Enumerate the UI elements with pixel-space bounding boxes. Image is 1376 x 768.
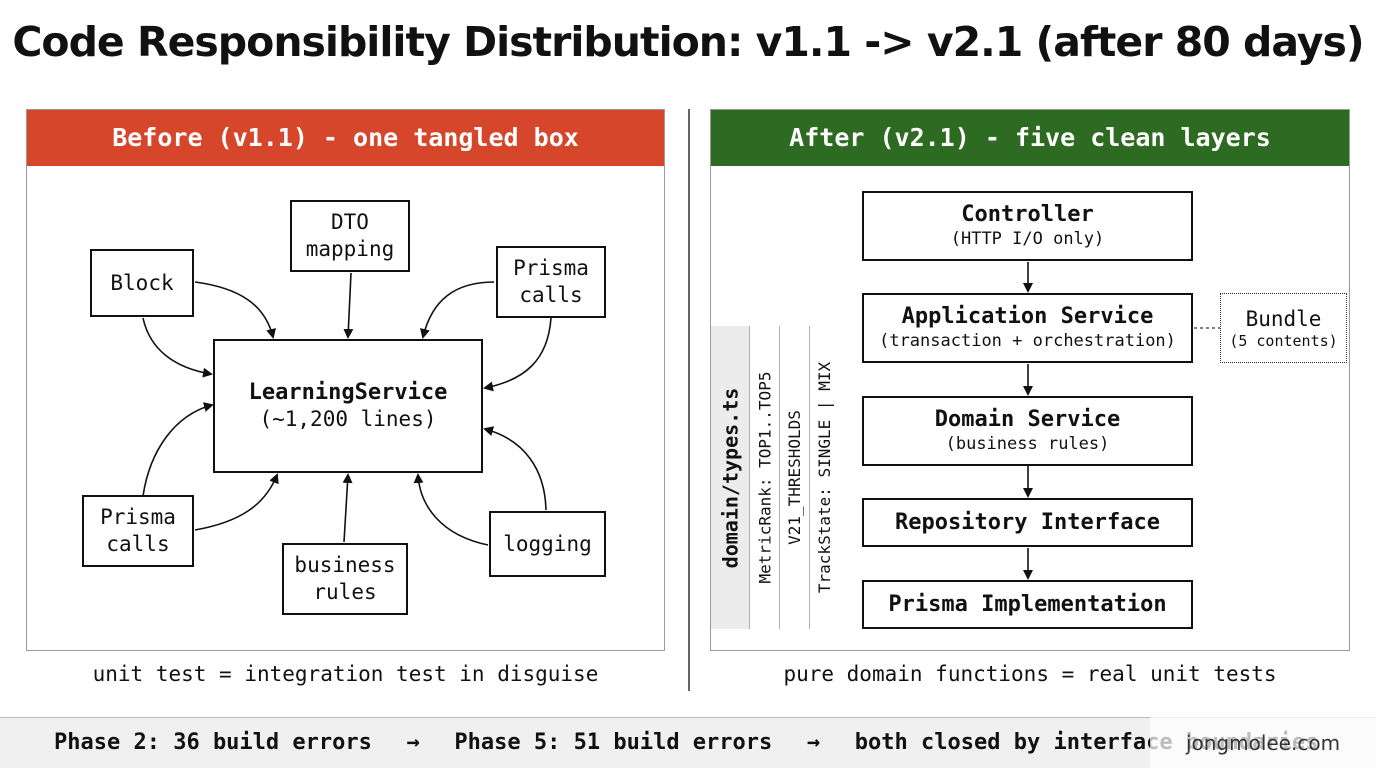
types-row-text: MetricRank: TOP1..TOP5	[755, 371, 775, 584]
domain-types-panel: domain/types.ts MetricRank: TOP1..TOP5 V…	[711, 326, 839, 629]
arrow-logging-right	[483, 426, 547, 511]
arrow-logging-left	[413, 473, 489, 546]
types-file-name: domain/types.ts	[718, 387, 742, 568]
footer-bar: Phase 2: 36 build errors → Phase 5: 51 b…	[0, 717, 1376, 768]
arrow-prisma-top-upper	[420, 281, 495, 339]
arrow-prisma-bottom-upper	[142, 402, 214, 497]
arrow-prisma-bottom-lower	[194, 473, 279, 531]
footer-text: Phase 2: 36 build errors → Phase 5: 51 b…	[54, 730, 1318, 755]
layer-application-service: Application Service (transaction + orche…	[862, 293, 1193, 363]
types-file-label: domain/types.ts	[711, 326, 749, 629]
after-panel-header: After (v2.1) - five clean layers	[711, 110, 1349, 166]
layer-title: Controller	[961, 202, 1094, 227]
arrow-business	[342, 473, 353, 543]
types-row-text: V21_THRESHOLDS	[785, 410, 805, 545]
learning-service-lines: (~1,200 lines)	[259, 407, 437, 431]
layer-controller: Controller (HTTP I/O only)	[862, 191, 1193, 261]
footer-arrow-icon: →	[406, 730, 420, 755]
bundle-subtitle: (5 contents)	[1229, 331, 1338, 350]
bundle-box: Bundle (5 contents)	[1220, 293, 1347, 363]
layer-subtitle: (transaction + orchestration)	[879, 331, 1176, 351]
types-row: V21_THRESHOLDS	[779, 326, 809, 629]
concern-prisma-calls-bottom: Prisma calls	[82, 495, 194, 567]
footer-phase5: Phase 5: 51 build errors	[454, 730, 773, 755]
concern-dto-mapping: DTO mapping	[290, 200, 410, 272]
types-row: MetricRank: TOP1..TOP5	[749, 326, 779, 629]
watermark: jongmolee.com	[1150, 717, 1376, 768]
concern-prisma-calls-top: Prisma calls	[496, 246, 606, 318]
layer-domain-service: Domain Service (business rules)	[862, 396, 1193, 466]
arrow-prisma-top-lower	[483, 317, 552, 392]
before-panel-header: Before (v1.1) - one tangled box	[27, 110, 664, 166]
types-row: TrackState: SINGLE | MIX	[809, 326, 839, 629]
footer-arrow-icon: →	[806, 730, 821, 755]
layer-subtitle: (HTTP I/O only)	[950, 229, 1105, 249]
bundle-title: Bundle	[1245, 306, 1322, 331]
concern-business-rules: business rules	[282, 543, 408, 615]
learning-service-name: LearningService	[248, 380, 448, 405]
footer-phase2: Phase 2: 36 build errors	[54, 730, 372, 755]
learning-service-box: LearningService (~1,200 lines)	[213, 339, 483, 473]
page-title: Code Responsibility Distribution: v1.1 -…	[12, 18, 1364, 66]
concern-logging: logging	[489, 511, 606, 577]
after-caption: pure domain functions = real unit tests	[783, 662, 1277, 686]
layer-subtitle: (business rules)	[945, 434, 1110, 454]
arrow-block-top	[194, 281, 276, 339]
arrow-block-bottom	[142, 317, 213, 378]
panel-divider	[688, 109, 690, 691]
arrow-dto	[343, 272, 354, 339]
before-caption: unit test = integration test in disguise	[92, 662, 599, 686]
layer-title: Prisma Implementation	[888, 591, 1167, 617]
layer-repository-interface: Repository Interface	[862, 498, 1193, 547]
layer-prisma-implementation: Prisma Implementation	[862, 580, 1193, 629]
layer-title: Application Service	[901, 304, 1154, 329]
layer-title: Repository Interface	[895, 509, 1160, 535]
layer-title: Domain Service	[934, 407, 1121, 432]
types-row-text: TrackState: SINGLE | MIX	[815, 361, 834, 594]
concern-block: Block	[90, 249, 194, 317]
